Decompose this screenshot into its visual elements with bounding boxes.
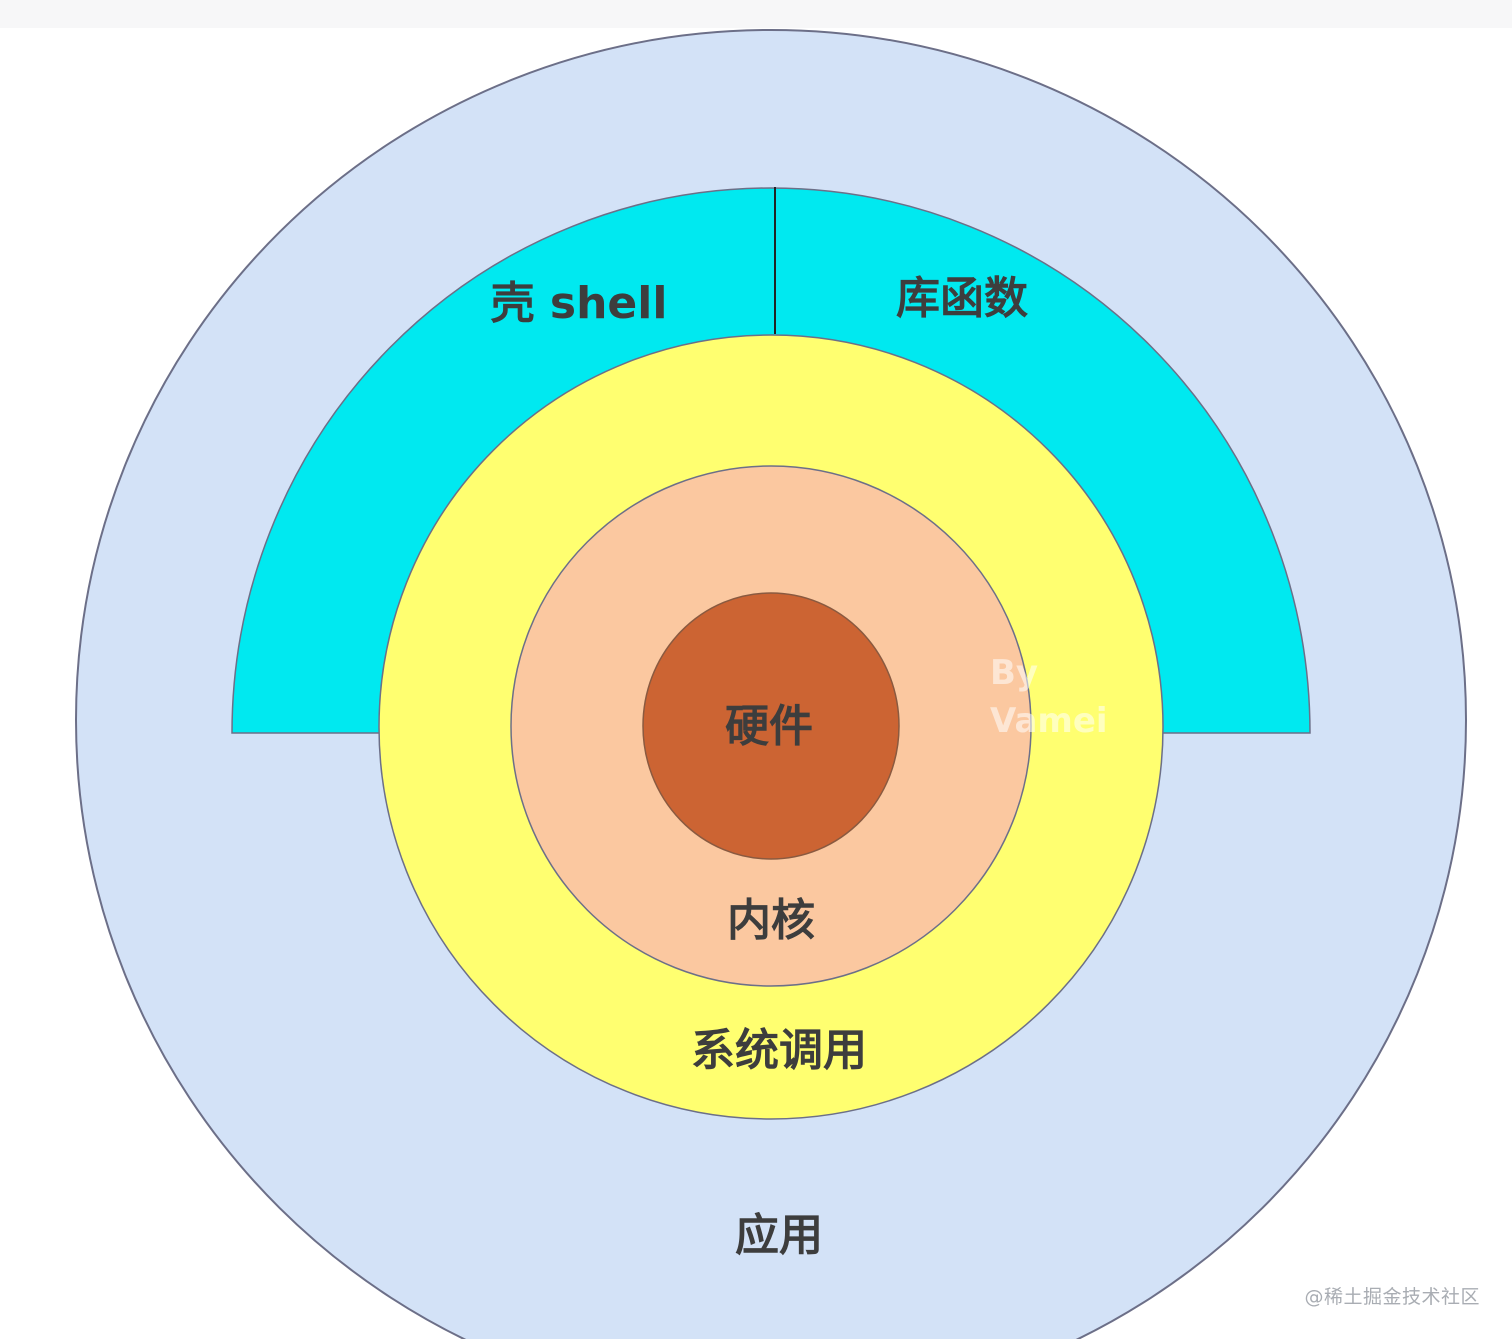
- hardware-label: 硬件: [725, 701, 813, 752]
- shell-label: 壳 shell: [491, 278, 668, 329]
- kernel-label: 内核: [727, 895, 815, 946]
- library-label: 库函数: [896, 273, 1028, 324]
- application-label: 应用: [735, 1210, 823, 1261]
- watermark-text: @稀土掘金技术社区: [1304, 1286, 1480, 1308]
- hardware-core: [642, 592, 900, 860]
- top-band: [0, 0, 1512, 28]
- faint-mark-line2: Vamei: [990, 701, 1108, 741]
- faint-mark-line1: By: [990, 653, 1038, 693]
- syscall-label: 系统调用: [691, 1025, 867, 1076]
